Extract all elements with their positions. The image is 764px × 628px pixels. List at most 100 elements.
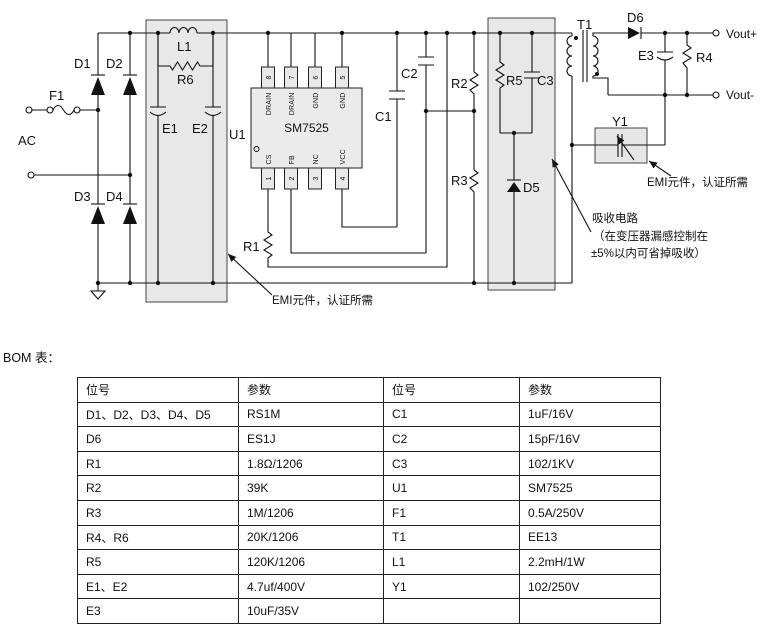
label-u1: U1 (229, 127, 246, 142)
label-c2: C2 (401, 66, 418, 81)
bom-cell: 1M/1206 (238, 499, 384, 526)
label-vout-plus: Vout+ (726, 27, 757, 41)
bom-cell: 39K (238, 475, 384, 501)
label-f1: F1 (49, 88, 64, 103)
inductor-l1-symbol (169, 27, 198, 34)
ic-pin1-marker (253, 146, 260, 152)
bom-row: R1 1.8Ω/1206 C3 102/1KV (77, 450, 661, 477)
label-d6: D6 (627, 10, 644, 25)
bom-row: R2 39K U1 SM7525 (77, 475, 661, 501)
pin-num-6: 6 (313, 75, 320, 79)
ic-pin3-box (308, 167, 322, 190)
label-d1: D1 (74, 56, 91, 71)
bom-cell: 102/250V (519, 573, 661, 600)
label-e1: E1 (162, 121, 178, 136)
bom-cell: 1.8Ω/1206 (238, 450, 384, 477)
pin-num-5: 5 (340, 75, 347, 79)
label-r5: R5 (506, 73, 523, 88)
snubber-block (487, 17, 556, 291)
bom-cell: U1 (383, 475, 520, 501)
cap-c1-symbol (389, 33, 405, 227)
resistor-r6-symbol (157, 33, 214, 72)
fuse-cap-right (73, 106, 81, 114)
diode-d4-triangle (123, 206, 137, 224)
cap-e1-symbol (149, 33, 167, 283)
bom-cell: Y1 (383, 573, 520, 600)
bom-row: D6 ES1J C2 15pF/16V (77, 426, 661, 452)
bom-cell: D1、D2、D3、D4、D5 (77, 401, 239, 428)
bom-row: R4、R6 20K/1206 T1 EE13 (77, 524, 661, 551)
cap-e3-symbol (656, 33, 674, 95)
annotation-snubber-2: （在变压器漏感控制在 (593, 229, 708, 243)
label-e2: E2 (192, 121, 208, 136)
label-ac: AC (18, 133, 36, 148)
bom-cell: C3 (383, 450, 520, 477)
ic-pin2-box (284, 167, 298, 190)
label-vout-minus: Vout- (726, 88, 754, 102)
label-t1: T1 (577, 17, 592, 32)
label-r1: R1 (243, 239, 260, 254)
ic-u1: SM7525 8 7 6 5 1 2 3 4 DRAIN DRAIN GND G… (250, 66, 363, 190)
ic-pin1-box (261, 167, 275, 190)
ac-terminal-top (25, 106, 33, 114)
pin-name-fb: FB (289, 155, 296, 164)
circuit-schematic: SM7525 8 7 6 5 1 2 3 4 DRAIN DRAIN GND G… (18, 10, 757, 307)
label-y1: Y1 (612, 114, 628, 129)
label-r6: R6 (177, 72, 194, 87)
diode-d6-triangle (628, 27, 640, 39)
bom-header-cell: 位号 (383, 377, 520, 403)
cap-c2-symbol (418, 33, 434, 253)
pin-name-drain8: DRAIN (266, 93, 273, 116)
pin-name-drain7: DRAIN (289, 93, 296, 116)
bom-cell: RS1M (238, 401, 384, 428)
bom-cell: 120K/1206 (238, 549, 384, 575)
bom-heading: BOM 表： (3, 351, 60, 365)
bom-cell: 15pF/16V (519, 426, 661, 452)
bom-cell: 4.7uf/400V (238, 573, 384, 600)
pin-num-8: 8 (266, 75, 273, 79)
transformer-core (582, 30, 588, 82)
bom-cell: ES1J (238, 426, 384, 452)
pin-name-vcc: VCC (340, 149, 347, 164)
label-c3: C3 (537, 73, 554, 88)
fuse-cap-left (46, 106, 54, 114)
label-d5: D5 (523, 180, 540, 195)
bom-header-cell: 参数 (519, 377, 661, 403)
transformer-primary (566, 33, 573, 283)
bom-row: R5 120K/1206 L1 2.2mH/1W (77, 549, 661, 575)
label-e3: E3 (638, 48, 654, 63)
cap-c3-symbol (524, 33, 540, 133)
resistor-r1-symbol (262, 33, 448, 268)
bom-header-cell: 位号 (77, 377, 239, 403)
bom-cell: E3 (77, 598, 239, 624)
resistor-r4-symbol (681, 33, 693, 95)
vout-plus-terminal (712, 29, 720, 37)
bom-cell: R1 (77, 450, 239, 477)
pin-name-gnd5: GND (340, 93, 347, 109)
wire-fb-loop (290, 189, 426, 254)
bom-cell: 1uF/16V (519, 401, 661, 428)
bom-cell: 20K/1206 (238, 524, 384, 551)
bom-cell: R5 (77, 549, 239, 575)
annotation-emi-left: EMI元件，认证所需 (272, 293, 373, 307)
label-l1: L1 (177, 39, 191, 54)
bom-cell: E1、E2 (77, 573, 239, 600)
pin-name-cs: CS (266, 154, 273, 164)
bom-cell: C2 (383, 426, 520, 452)
diode-d1-triangle (91, 77, 105, 95)
y1-cap-symbol (572, 95, 666, 157)
bom-header-row: 位号 参数 位号 参数 (77, 377, 661, 403)
pin-num-2: 2 (289, 176, 296, 180)
label-r3: R3 (451, 173, 468, 188)
pin-num-4: 4 (340, 176, 347, 180)
label-r2: R2 (451, 76, 468, 91)
pin-num-1: 1 (266, 176, 273, 180)
diode-d5-triangle (507, 182, 521, 192)
emi-left-arrow (227, 253, 273, 296)
bom-cell (519, 598, 661, 624)
transformer-secondary (592, 32, 628, 95)
bom-row: R3 1M/1206 F1 0.5A/250V (77, 499, 661, 526)
bom-cell: 0.5A/250V (519, 499, 661, 526)
vout-minus-terminal (712, 91, 720, 99)
bom-cell: EE13 (519, 524, 661, 551)
